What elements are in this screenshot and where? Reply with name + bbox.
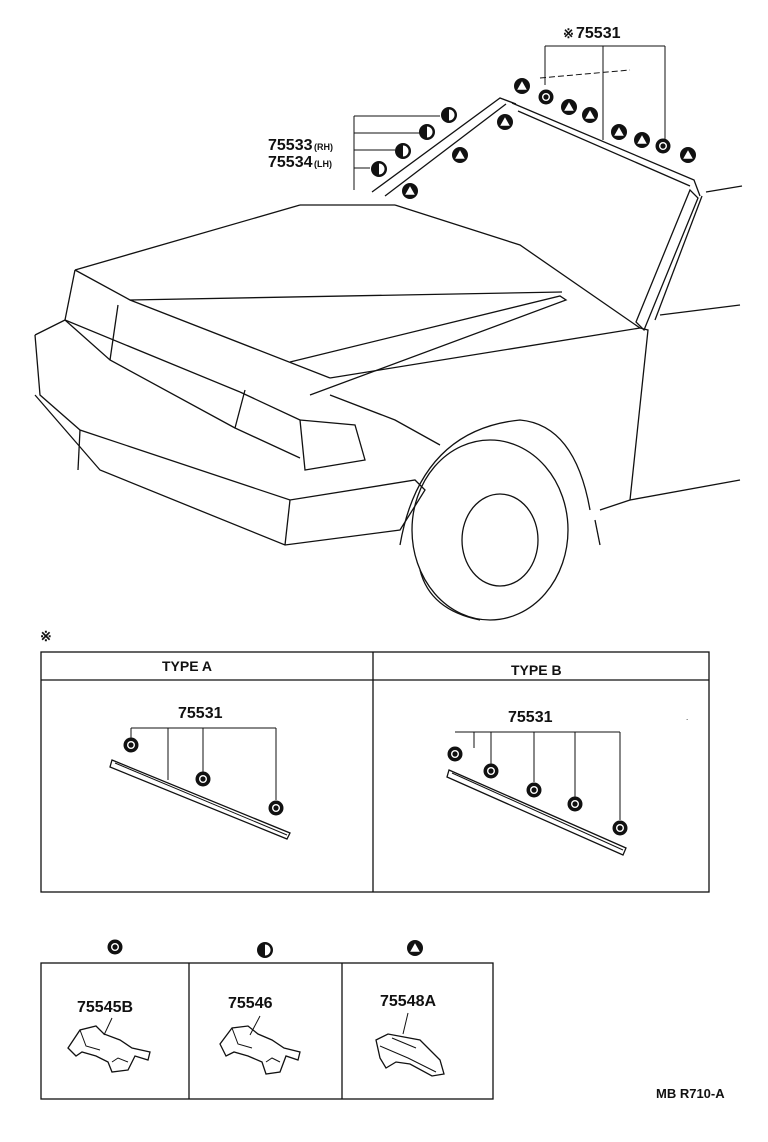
type-table	[40, 651, 710, 893]
type-a-part-label: 75531	[178, 705, 223, 722]
half-circle-icon	[371, 161, 387, 177]
circle-dot-icon	[655, 138, 671, 154]
triangle-circle-icon	[561, 99, 577, 115]
triangle-circle-icon	[407, 940, 423, 956]
triangle-circle-icon	[611, 124, 627, 140]
callout-75531-marker: ※	[563, 26, 574, 41]
half-circle-icon	[419, 124, 435, 140]
clips-table	[40, 962, 494, 1100]
circle-dot-icon	[123, 737, 139, 753]
triangle-circle-icon	[402, 183, 418, 199]
circle-dot-icon	[538, 89, 554, 105]
callout-rh-suffix: (RH)	[314, 142, 333, 152]
circle-dot-icon	[483, 763, 499, 779]
triangle-circle-icon	[497, 114, 513, 130]
car-illustration	[34, 69, 743, 621]
callout-rh-label: 75533	[268, 137, 313, 154]
stray-mark: .	[686, 713, 688, 722]
callout-lh-suffix: (LH)	[314, 159, 332, 169]
clip-3-part-label: 75548A	[380, 993, 436, 1010]
type-b-header: TYPE B	[511, 662, 562, 678]
clip-75545b-drawing	[67, 1017, 151, 1073]
triangle-circle-icon	[514, 78, 530, 94]
type-b-molding	[446, 769, 627, 856]
callout-75531-label: 75531	[576, 25, 621, 42]
half-circle-icon	[441, 107, 457, 123]
clip-75546-drawing	[219, 1015, 301, 1075]
clip-75548a-drawing	[375, 1012, 445, 1077]
circle-dot-icon	[195, 771, 211, 787]
callout-lh-label: 75534	[268, 154, 313, 171]
type-a-molding	[109, 759, 291, 840]
diagram-code: MB R710-A	[656, 1086, 725, 1101]
triangle-circle-icon	[582, 107, 598, 123]
circle-dot-icon	[567, 796, 583, 812]
type-b-leaders	[455, 731, 621, 820]
circle-dot-icon	[268, 800, 284, 816]
type-a-header: TYPE A	[162, 658, 212, 674]
clip-2-part-label: 75546	[228, 995, 273, 1012]
circle-dot-icon	[447, 746, 463, 762]
type-a-leaders	[130, 727, 277, 800]
section-marker: ※	[40, 628, 52, 644]
circle-dot-icon	[107, 939, 123, 955]
callout-rh-lh-bracket	[353, 115, 440, 190]
circle-dot-icon	[612, 820, 628, 836]
clip-1-part-label: 75545B	[77, 999, 133, 1016]
half-circle-icon	[257, 942, 273, 958]
callout-75531-bracket	[544, 45, 666, 140]
triangle-circle-icon	[634, 132, 650, 148]
triangle-circle-icon	[452, 147, 468, 163]
circle-dot-icon	[526, 782, 542, 798]
half-circle-icon	[395, 143, 411, 159]
type-b-part-label: 75531	[508, 709, 553, 726]
triangle-circle-icon	[680, 147, 696, 163]
